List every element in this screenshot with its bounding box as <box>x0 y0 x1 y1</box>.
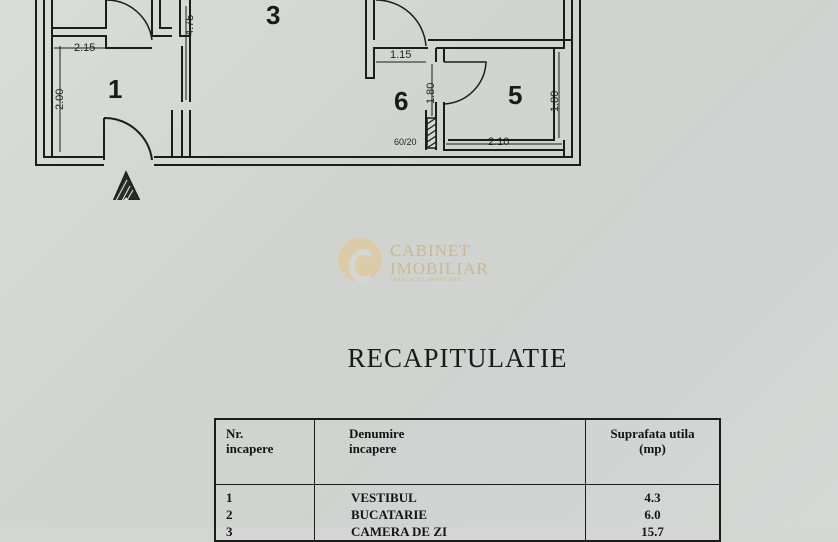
wall <box>151 0 172 37</box>
header-nr: Nr. incapere <box>214 418 315 485</box>
wall <box>35 0 104 166</box>
wall <box>154 0 573 158</box>
recap-table: Nr. incapere Denumire incapere Suprafata… <box>214 418 721 542</box>
cell-area: 6.0 <box>585 506 721 523</box>
room-number-1: 1 <box>108 74 123 104</box>
watermark: CABINET IMOBILIAR TRANZACTII IMOBILIARE <box>338 238 538 290</box>
watermark-text-line3: TRANZACTII IMOBILIARE <box>390 278 462 283</box>
dimension-label: 1.80 <box>549 90 561 112</box>
cell-nr: 1 <box>214 484 315 506</box>
table-row: 3 CAMERA DE ZI 15.7 <box>214 523 721 541</box>
cell-nr: 3 <box>214 523 315 541</box>
wall <box>179 0 190 37</box>
header-area: Suprafata utila (mp) <box>585 418 721 485</box>
wall <box>159 0 172 29</box>
door-swing <box>376 0 427 47</box>
cell-name: CAMERA DE ZI <box>314 523 586 541</box>
dimension-label: 2.00 <box>54 88 66 110</box>
wall <box>436 0 565 49</box>
table-header-row: Nr. incapere Denumire incapere Suprafata… <box>214 418 721 485</box>
wall <box>51 0 107 29</box>
cell-name: BUCATARIE <box>314 506 586 523</box>
cell-area: 4.3 <box>585 484 721 506</box>
wall <box>365 0 428 79</box>
table-row: 1 VESTIBUL 4.3 <box>214 484 721 506</box>
door-swing <box>443 61 487 105</box>
dimension-label: 4.75 <box>184 14 196 36</box>
watermark-text-line1: CABINET <box>390 241 471 260</box>
dimension-label: 1.80 <box>425 82 437 104</box>
room-number-5: 5 <box>508 80 523 110</box>
door-swing <box>103 116 153 161</box>
dimension-label: 2.10 <box>488 136 510 148</box>
wall <box>448 48 555 141</box>
cell-nr: 2 <box>214 506 315 523</box>
dimension-label: 60/20 <box>394 137 417 147</box>
cell-area: 15.7 <box>585 523 721 541</box>
wall <box>154 0 581 166</box>
room-number-6: 6 <box>394 86 409 116</box>
wall <box>52 35 152 49</box>
wall <box>443 102 565 151</box>
cell-name: VESTIBUL <box>314 484 586 506</box>
north-arrow <box>112 170 141 200</box>
watermark-text-line2: IMOBILIAR <box>390 259 489 278</box>
header-name: Denumire incapere <box>314 418 586 485</box>
room-number-3: 3 <box>266 0 281 30</box>
door-swing <box>106 0 153 41</box>
wall <box>43 0 104 158</box>
dimension-label: 2.15 <box>74 42 96 54</box>
table-row: 2 BUCATARIE 6.0 <box>214 506 721 523</box>
floor-plan <box>35 0 581 200</box>
dimension-label: 1.15 <box>390 49 412 61</box>
recap-title: RECAPITULATIE <box>347 343 568 373</box>
watermark-logo-icon <box>338 238 382 283</box>
